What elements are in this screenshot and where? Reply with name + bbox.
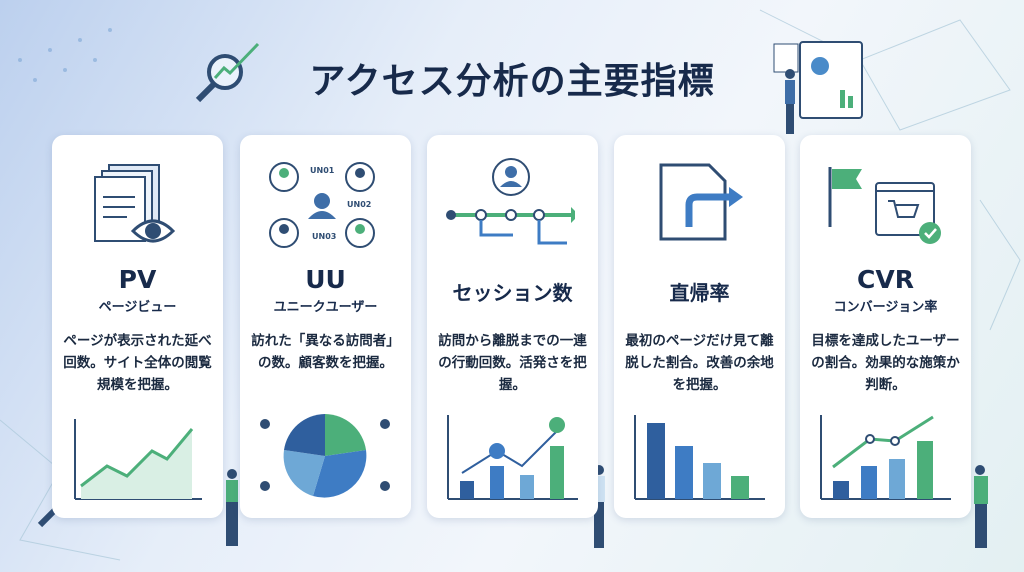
user-label: UN02 [347,200,371,209]
card-description: 最初のページだけ見て離脱した割合。改善の余地を把握。 [625,333,774,393]
card-bounce-rate: 直帰率 最初のページだけ見て離脱した割合。改善の余地を把握。 [614,135,785,518]
bar-growth-illustration [820,415,951,500]
flag-cart-icon [828,167,941,244]
card-subheading: ユニークユーザー [273,300,378,315]
card-subheading: ページビュー [98,300,177,315]
unique-users-icon: UN01 UN02 UN03 [269,162,375,248]
presenter-dashboard-illustration [773,41,863,134]
card-uu: UN01 UN02 UN03 UU ユニークユーザー 訪れた「異なる訪問者」の数… [240,135,411,518]
session-flow-icon [446,158,575,245]
magnifier-trend-icon [195,42,260,103]
user-label: UN03 [312,232,336,241]
card-heading: CVR [857,265,914,294]
person-illustration [226,469,238,546]
bar-decline-illustration [634,415,765,500]
card-heading: 直帰率 [669,281,730,305]
card-subheading: コンバージョン率 [833,300,938,315]
line-growth-illustration [74,419,202,500]
card-description: ページが表示された延べ回数。サイト全体の閲覧規模を把握。 [63,333,212,393]
bar-growth-illustration [447,415,578,500]
card-pv: PV ページビュー ページが表示された延べ回数。サイト全体の閲覧規模を把握。 [52,135,223,518]
card-heading: PV [118,265,157,294]
pie-chart-illustration [260,414,390,498]
card-heading: UU [305,265,346,294]
card-description: 訪れた「異なる訪問者」の数。顧客数を把握。 [251,333,400,371]
card-sessions: セッション数 訪問から離脱までの一連の行動回数。活発さを把握。 [427,135,598,518]
card-cvr: CVR コンバージョン率 目標を達成したユーザーの割合。効果的な施策か判断。 [800,135,971,518]
page-title: アクセス分析の主要指標 [309,61,715,102]
document-eye-icon [94,164,176,243]
user-label: UN01 [310,166,335,175]
card-heading: セッション数 [452,281,573,305]
page-exit-icon [659,163,743,241]
card-description: 訪問から離脱までの一連の行動回数。活発さを把握。 [438,333,587,393]
card-description: 目標を達成したユーザーの割合。効果的な施策か判断。 [811,333,960,393]
